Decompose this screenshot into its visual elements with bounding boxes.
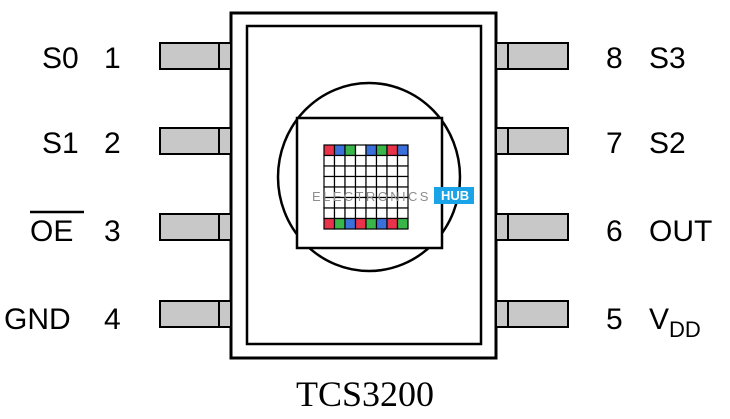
pin-3-lead [159, 213, 232, 241]
photodiode-cell [344, 165, 357, 178]
photodiode-array [323, 144, 409, 230]
pin-8: 8 S3 [495, 42, 686, 75]
photodiode-cell [344, 175, 357, 188]
photodiode-cell [365, 175, 378, 188]
photodiode-cell [354, 175, 367, 188]
photodiode-cell [375, 154, 388, 167]
pin-7-number: 7 [606, 127, 623, 160]
photodiode-cell [344, 144, 357, 157]
pin-3: OE 3 [30, 210, 232, 248]
photodiode-cell [323, 175, 336, 188]
pin-7-lead [495, 127, 569, 155]
photodiode-cell [333, 144, 346, 157]
pin-7-name: S2 [649, 127, 686, 160]
photodiode-cell [375, 144, 388, 157]
watermark-text: ELECTRONICS [312, 189, 431, 204]
chip-package [229, 11, 498, 360]
pin-3-number: 3 [104, 215, 121, 248]
pin-6-number: 6 [606, 215, 623, 248]
pin-5-name-main: V [649, 303, 669, 336]
photodiode-cell [375, 217, 388, 230]
photodiode-cell [396, 154, 409, 167]
watermark-badge-text: HUB [441, 188, 469, 203]
photodiode-cell [365, 207, 378, 220]
photodiode-cell [386, 175, 399, 188]
photodiode-cell [344, 207, 357, 220]
photodiode-cell [396, 144, 409, 157]
pin-8-number: 8 [606, 42, 623, 75]
pin-5-lead [495, 300, 569, 328]
left-pins: S0 1 S1 2 OE 3 GND 4 [4, 42, 232, 336]
photodiode-cell [396, 175, 409, 188]
pin-1-number: 1 [104, 42, 121, 75]
photodiode-cell [396, 217, 409, 230]
photodiode-cell [396, 165, 409, 178]
photodiode-cell [333, 207, 346, 220]
photodiode-cell [333, 217, 346, 230]
photodiode-cell [375, 207, 388, 220]
photodiode-cell [354, 154, 367, 167]
chip-inner-outline [245, 24, 483, 346]
photodiode-cell [365, 144, 378, 157]
photodiode-cell [365, 154, 378, 167]
pin-2-lead [159, 127, 232, 155]
photodiode-cell [354, 217, 367, 230]
pin-6-lead [495, 213, 569, 241]
pin-1-name: S0 [42, 42, 79, 75]
sensor-window-circle [276, 81, 462, 273]
pin-4-number: 4 [104, 303, 121, 336]
photodiode-cell [375, 175, 388, 188]
pin-6: 6 OUT [495, 213, 712, 248]
photodiode-cell [323, 154, 336, 167]
photodiode-cell [386, 154, 399, 167]
watermark-badge-bg [434, 187, 474, 204]
pin-8-lead [495, 42, 569, 70]
photodiode-cell [323, 217, 336, 230]
pin-2-number: 2 [104, 127, 121, 160]
photodiode-cell [365, 217, 378, 230]
pin-1: S0 1 [42, 42, 232, 75]
pin-5-name: VDD [649, 303, 701, 342]
photodiode-cell [344, 154, 357, 167]
watermark: ELECTRONICS HUB [312, 187, 474, 204]
photodiode-cell [333, 154, 346, 167]
photodiode-cell [333, 165, 346, 178]
photodiode-cell [323, 165, 336, 178]
photodiode-cell [365, 165, 378, 178]
photodiode-cell [323, 207, 336, 220]
pin-6-name: OUT [649, 215, 712, 248]
photodiode-cell [354, 207, 367, 220]
pin-2-name: S1 [42, 127, 79, 160]
pin-8-name: S3 [649, 42, 686, 75]
pin-4: GND 4 [4, 300, 232, 336]
photodiode-cell [323, 144, 336, 157]
pin-4-name: GND [4, 303, 71, 336]
photodiode-cell [375, 165, 388, 178]
chip-title: TCS3200 [296, 374, 434, 414]
photodiode-cell [386, 144, 399, 157]
photodiode-cell [386, 217, 399, 230]
pin-5-name-subscript: DD [669, 317, 701, 342]
photodiode-cell [396, 207, 409, 220]
photodiode-cell [333, 175, 346, 188]
photodiode-cell [354, 165, 367, 178]
right-pins: 8 S3 7 S2 6 OUT 5 VDD [495, 42, 712, 342]
pin-2: S1 2 [42, 127, 232, 160]
pin-5-number: 5 [606, 303, 623, 336]
photodiode-cell [386, 207, 399, 220]
pin-3-name: OE [30, 215, 73, 248]
photodiode-cell [354, 144, 367, 157]
pin-1-lead [159, 42, 232, 70]
pin-5: 5 VDD [495, 300, 701, 342]
pin-4-lead [159, 300, 232, 328]
pin-7: 7 S2 [495, 127, 686, 160]
photodiode-cell [344, 217, 357, 230]
photodiode-cell [386, 165, 399, 178]
